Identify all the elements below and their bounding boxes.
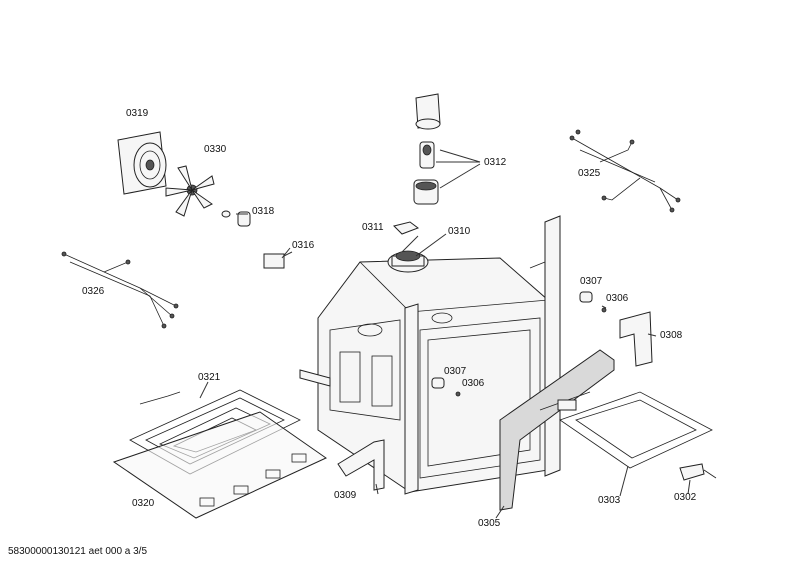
label-part-0308[interactable]: 0308 [660,330,683,341]
label-part-0307-upper[interactable]: 0307 [580,276,603,287]
label-part-0302[interactable]: 0302 [674,492,697,503]
leader-lines [199,213,691,519]
label-part-0306-upper[interactable]: 0306 [606,293,629,304]
part-0330-drawing [165,165,215,217]
label-part-0316[interactable]: 0316 [292,240,315,251]
label-part-0312[interactable]: 0312 [484,157,507,168]
label-part-0321[interactable]: 0321 [198,372,221,383]
label-part-0306-lower[interactable]: 0306 [462,378,485,389]
part-0307-lower-drawing [431,377,461,397]
part-0307-upper-drawing [579,291,607,313]
part-0325-drawing [569,129,681,213]
part-0316-drawing [263,251,293,269]
part-0318-drawing [221,210,251,227]
label-part-0307-lower[interactable]: 0307 [444,366,467,377]
part-0326-drawing [61,251,179,329]
label-part-0326[interactable]: 0326 [82,286,105,297]
part-0312-drawing [413,93,481,205]
part-0319-drawing [117,131,167,195]
label-part-0311[interactable]: 0311 [362,222,384,233]
part-0302-drawing [679,463,717,481]
label-part-0318[interactable]: 0318 [252,206,275,217]
label-part-0310[interactable]: 0310 [448,226,471,237]
label-part-0303[interactable]: 0303 [598,495,621,506]
part-0309-drawing [337,439,385,491]
oven-cavity [299,215,561,495]
part-0320-drawing [112,411,328,519]
part-0308-drawing [619,311,653,367]
part-0310-drawing [387,250,429,273]
label-part-0309[interactable]: 0309 [334,490,357,501]
document-reference-footer: 58300000130121 aet 000 a 3/5 [8,546,148,557]
part-0303-drawing [539,391,713,469]
label-part-0330[interactable]: 0330 [204,144,227,155]
label-part-0325[interactable]: 0325 [578,168,601,179]
label-part-0320[interactable]: 0320 [132,498,155,509]
label-part-0305[interactable]: 0305 [478,518,501,529]
label-part-0319[interactable]: 0319 [126,108,149,119]
part-0311-drawing [393,221,420,235]
